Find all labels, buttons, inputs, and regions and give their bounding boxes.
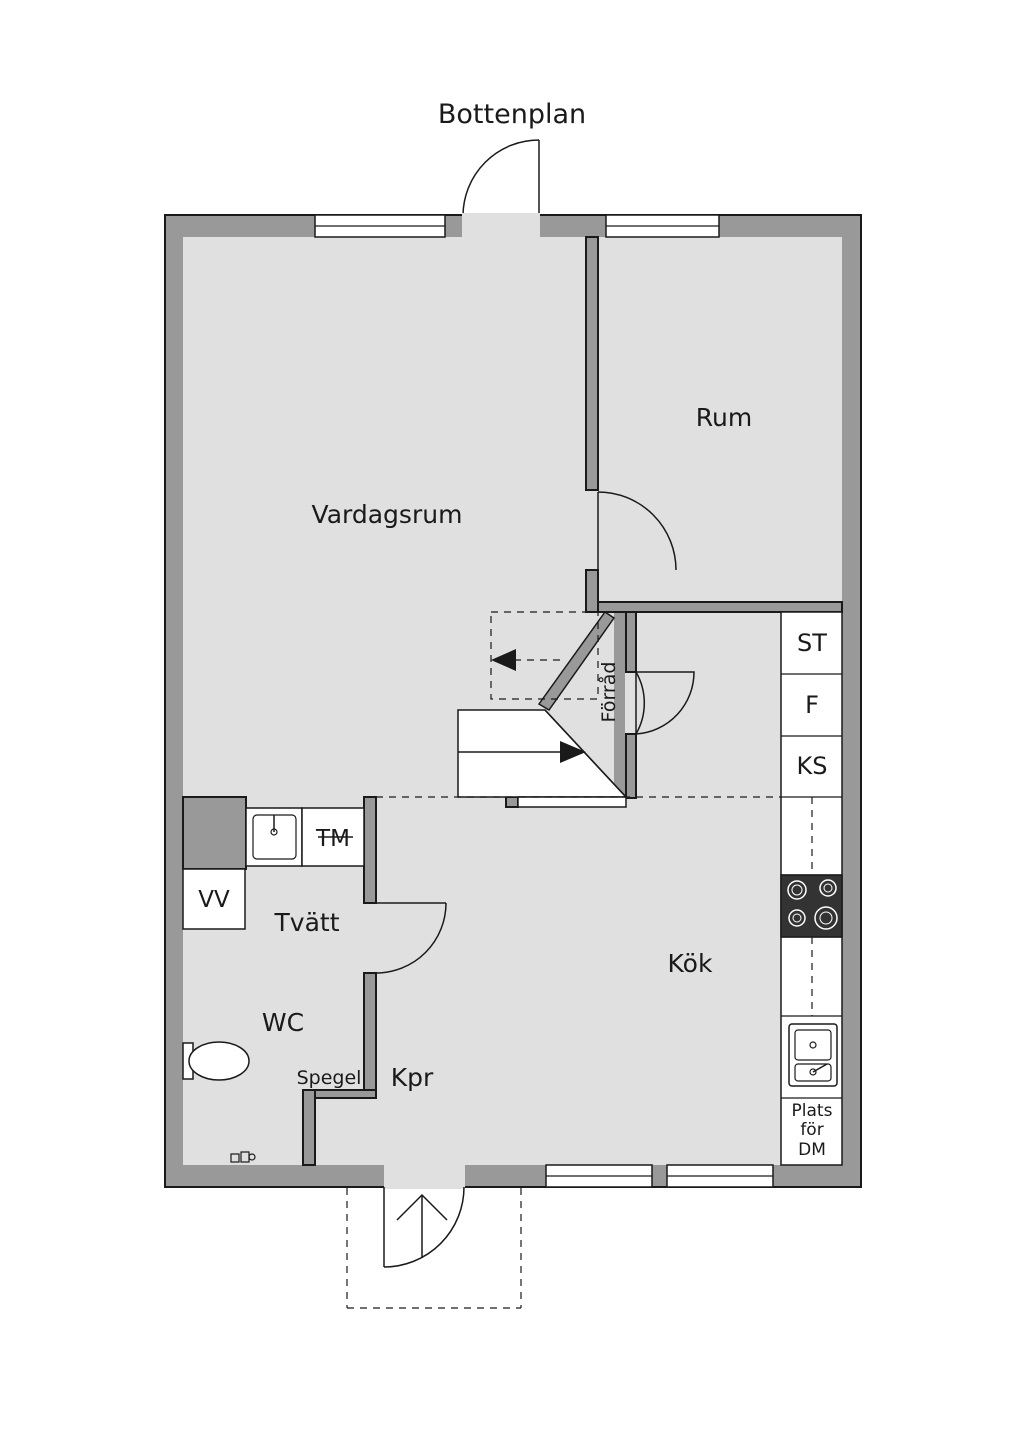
window-top-left (314, 214, 446, 238)
room-label-tvatt: Tvätt (274, 908, 340, 937)
window-bottom-1 (545, 1164, 653, 1188)
room-label-kok: Kök (668, 949, 713, 978)
stove (780, 874, 843, 938)
dm-label-line1: Plats (792, 1101, 833, 1121)
window-bottom-2 (666, 1164, 774, 1188)
fridge-freezer-label: KS (797, 752, 828, 780)
floor-areas (183, 213, 842, 1189)
room-label-kpr: Kpr (391, 1063, 434, 1092)
water-heater-label: VV (198, 887, 230, 913)
room-label-vardagsrum: Vardagsrum (312, 500, 463, 529)
laundry-sink (245, 807, 303, 867)
window-top-right (605, 214, 720, 238)
floor-drain (230, 1151, 256, 1163)
interior-walls (182, 236, 843, 1166)
room-label-forrad: Förråd (597, 662, 620, 723)
rum-door (597, 491, 677, 571)
freezer-label: F (805, 691, 819, 719)
entrance-door (383, 1186, 465, 1268)
plan-title: Bottenplan (438, 99, 586, 130)
mirror-label: Spegel (297, 1067, 362, 1089)
toilet (182, 1041, 250, 1081)
room-label-wc: WC (262, 1008, 304, 1037)
tvatt-door (375, 902, 447, 974)
water-heater (182, 868, 246, 930)
top-door (462, 139, 540, 217)
room-label-rum: Rum (696, 403, 752, 432)
entrance-step (346, 1188, 522, 1309)
fridge-label: ST (797, 629, 827, 657)
washing-machine-label: TM (315, 826, 350, 852)
dm-label-line3: DM (798, 1140, 826, 1160)
kitchen-sink (788, 1023, 838, 1087)
dm-label-line2: för (800, 1120, 823, 1140)
forrad-door (635, 671, 695, 735)
